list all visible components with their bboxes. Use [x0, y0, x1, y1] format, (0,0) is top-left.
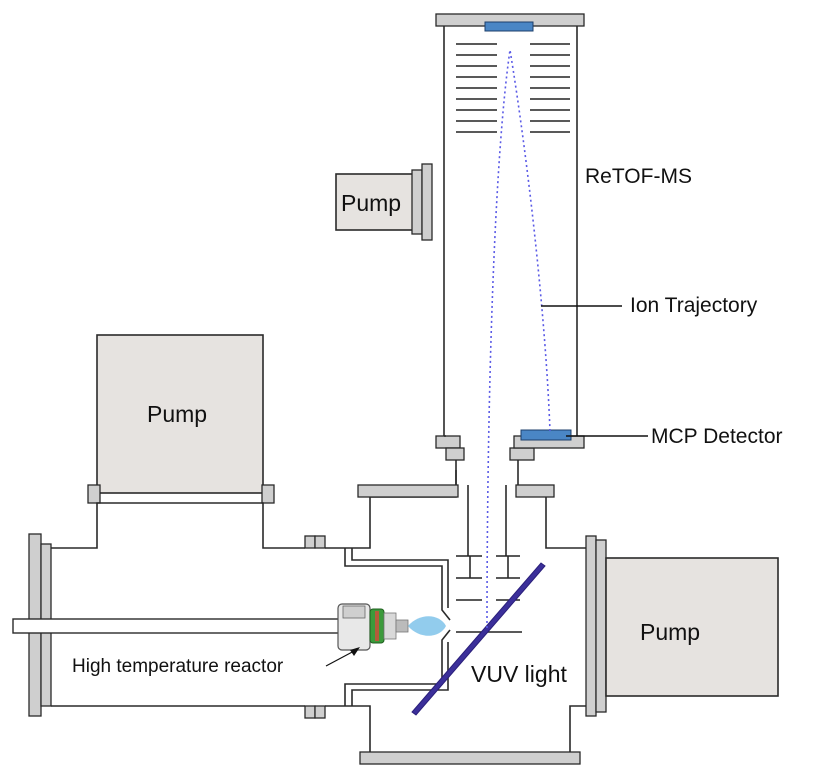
mcp-detector [520, 429, 572, 441]
top-left-pump-label: Pump [147, 401, 207, 427]
molecular-beam-plume [408, 616, 446, 636]
ion-trajectory-path [486, 49, 551, 629]
vuv-beam [411, 562, 546, 716]
top-left-pump: Pump [87, 334, 275, 504]
reactor-leader [325, 649, 357, 667]
reflector-detector [484, 21, 534, 32]
ion-trajectory-label: Ion Trajectory [630, 294, 758, 317]
top-left-pump-box [96, 334, 264, 494]
side-pump-label: Pump [341, 190, 401, 216]
right-pump: Pump [605, 557, 779, 697]
retof-label: ReTOF-MS [585, 165, 692, 188]
vuv-label: VUV light [471, 661, 567, 687]
reactor-label: High temperature reactor [72, 656, 284, 677]
reflectron-plates [456, 43, 570, 133]
reactor-assembly [12, 603, 446, 651]
tof-tube [435, 13, 585, 461]
reactor-rod [12, 618, 344, 634]
side-pump: Pump [335, 163, 433, 241]
mcp-detector-label: MCP Detector [651, 425, 783, 448]
right-pump-label: Pump [640, 619, 700, 645]
right-pump-box [605, 557, 779, 697]
main-chamber [28, 460, 607, 765]
